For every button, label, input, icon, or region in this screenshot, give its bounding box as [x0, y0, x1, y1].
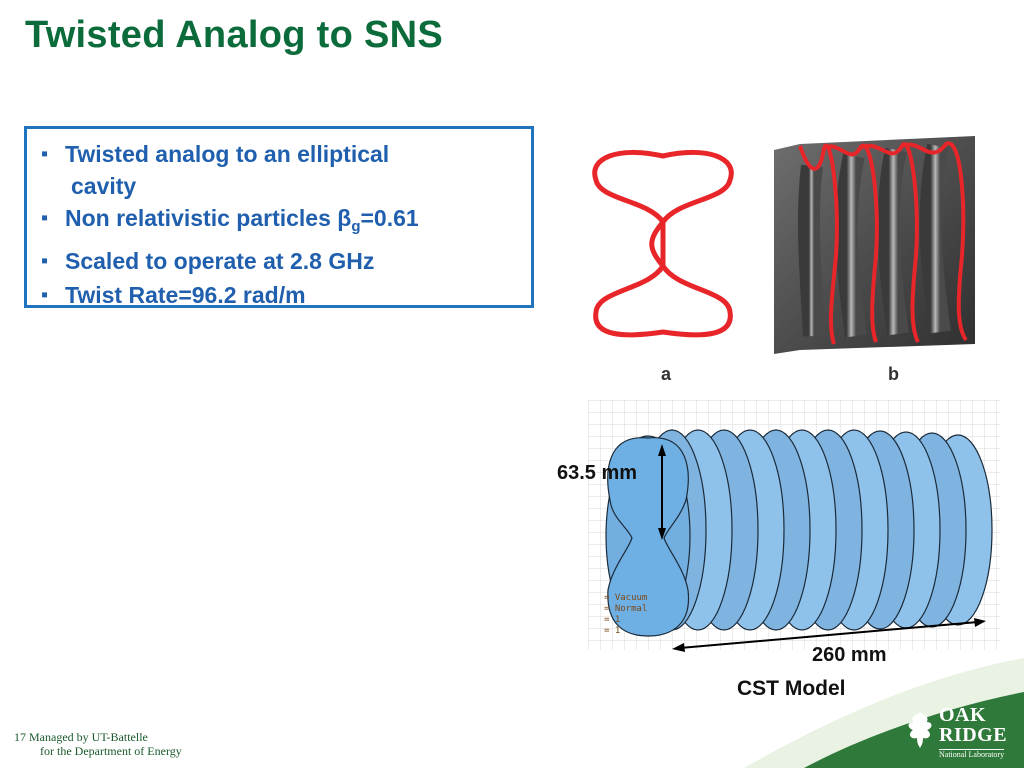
- cst-property-text: = 1: [604, 626, 620, 636]
- logo-text-ridge: RIDGE: [939, 724, 1008, 746]
- page-number: 17: [14, 730, 26, 744]
- oak-ridge-logo: OAK RIDGE National Laboratory: [905, 702, 1017, 764]
- height-arrow-head-bottom: [658, 528, 666, 540]
- bullet-text: Twist Rate=96.2 rad/m: [65, 282, 306, 308]
- height-dimension-label: 63.5 mm: [557, 462, 638, 484]
- length-arrow-head-left: [672, 643, 685, 652]
- cst-model-figure: = Vacuum = Normal = 1 = 1: [588, 400, 1000, 652]
- cavity-ribs: [797, 143, 951, 338]
- bullet-list: Twisted analog to an elliptical cavity N…: [39, 137, 521, 312]
- cst-model-caption: CST Model: [737, 677, 846, 700]
- cavity-cross-section-figure: [592, 149, 734, 338]
- length-arrow-head-right: [974, 618, 986, 627]
- bullet-item: Twist Rate=96.2 rad/m: [39, 278, 521, 312]
- bullet-text: Non relativistic particles β: [65, 205, 352, 231]
- length-dimension-arrow: [679, 621, 979, 649]
- length-dimension-label: 260 mm: [812, 644, 887, 666]
- beta-subscript: g: [351, 218, 361, 235]
- slide-title: Twisted Analog to SNS: [25, 14, 443, 56]
- bullet-text-value: =0.61: [360, 205, 419, 231]
- figure-label-a: a: [661, 364, 672, 384]
- height-arrow-head-top: [658, 444, 666, 456]
- figure-label-b: b: [888, 364, 899, 384]
- footer-line-1: Managed by UT-Battelle: [29, 730, 148, 744]
- bullet-continuation: cavity: [71, 173, 137, 199]
- cavity-red-profile: [798, 141, 968, 345]
- cst-property-text: = Vacuum: [604, 593, 647, 603]
- cst-property-text: = 1: [604, 615, 620, 625]
- cst-front-face: [607, 437, 690, 637]
- bullet-item: Twisted analog to an elliptical cavity: [39, 137, 521, 201]
- footer-line-2: for the Department of Energy: [40, 744, 182, 758]
- cst-properties: = Vacuum = Normal = 1 = 1: [604, 593, 647, 636]
- logo-text-lab: National Laboratory: [939, 749, 1005, 759]
- footer: 17 Managed by UT-Battelle for the Depart…: [14, 730, 182, 758]
- logo-text-oak: OAK: [939, 704, 987, 726]
- twisted-cavity-section-figure: [774, 136, 975, 354]
- bullet-text: Twisted analog to an elliptical: [65, 141, 390, 167]
- oak-leaf-icon: [908, 712, 932, 748]
- cavity-outline: [592, 149, 734, 338]
- bullet-text: Scaled to operate at 2.8 GHz: [65, 248, 375, 274]
- cst-property-text: = Normal: [604, 604, 647, 614]
- bullet-item: Scaled to operate at 2.8 GHz: [39, 244, 521, 278]
- bullet-item: Non relativistic particles βg=0.61: [39, 201, 521, 244]
- bullet-box: Twisted analog to an elliptical cavity N…: [24, 126, 534, 312]
